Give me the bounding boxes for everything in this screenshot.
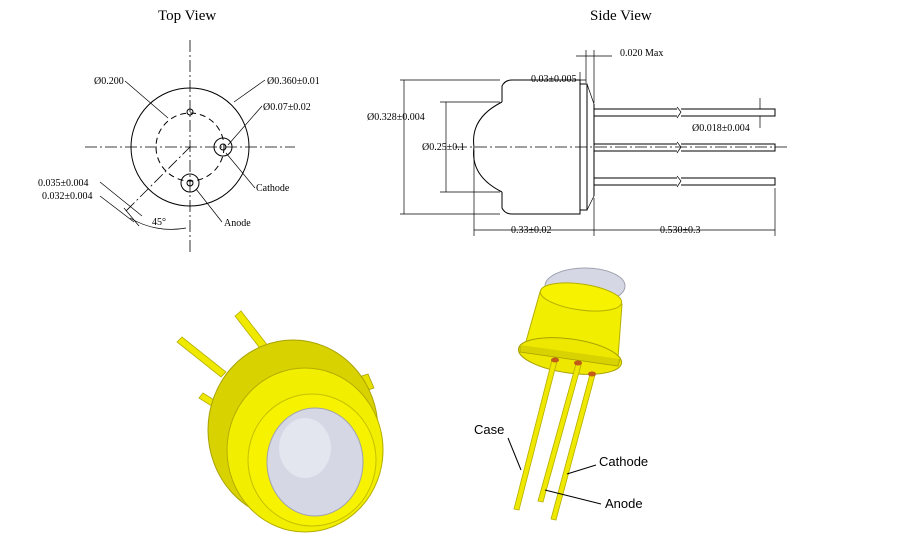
leader-d-inner [124, 80, 169, 119]
callout-case-line [507, 437, 522, 471]
label-lead-dia: Ø0.018±0.004 [692, 123, 750, 134]
callout-cathode-line [566, 464, 597, 475]
leader-anode [195, 188, 223, 223]
label-cathode-render: Cathode [599, 454, 648, 469]
render-front-lens-highlight [279, 418, 331, 478]
label-lead-len: 0.530±0.3 [660, 225, 701, 236]
leader-cathode [225, 152, 256, 189]
leader-d-outer [233, 79, 266, 103]
label-dim-035: 0.035±0.004 [38, 178, 89, 189]
render-rear-top-rim [539, 282, 623, 312]
side-view-flange-chamfer-top [586, 83, 595, 105]
label-d-inner: Ø0.200 [94, 76, 124, 87]
side-view-title: Side View [590, 8, 652, 24]
label-dim-032: 0.032±0.004 [42, 191, 93, 202]
label-body-len: 0.33±0.02 [511, 225, 552, 236]
side-view-leads [594, 106, 776, 188]
label-cathode-top: Cathode [256, 183, 290, 194]
dim-032-line [99, 195, 135, 223]
side-view-lens [473, 101, 503, 193]
label-case: Case [474, 422, 504, 437]
render-rear-pin-tip-anode [574, 360, 582, 366]
top-view-case-pin [186, 108, 194, 116]
label-max: 0.020 Max [620, 48, 663, 59]
render-front [176, 310, 384, 533]
label-body-dia: Ø0.328±0.004 [367, 112, 425, 123]
render-rear-pin-tip-cathode [588, 371, 596, 377]
render-rear-flange-side [519, 345, 621, 367]
label-flange: 0.03±0.005 [531, 74, 577, 85]
top-view-title: Top View [158, 8, 217, 24]
top-view: Ø0.200 Ø0.360±0.01 Ø0.07±0.02 Cathode An… [38, 40, 320, 252]
lead-bottom [594, 177, 776, 186]
top-view-inner-dashed-circle [155, 112, 225, 182]
callout-anode-line [544, 489, 602, 505]
render-rear-pin-tip-case [551, 357, 559, 363]
render-rear: Case Cathode Anode [474, 267, 648, 521]
top-view-anode-pin [186, 179, 194, 187]
render-front-lead-2 [176, 336, 227, 378]
top-view-anode-pin-outer [180, 173, 200, 193]
top-view-outer-circle [130, 87, 250, 207]
side-view: 0.020 Max 0.03±0.005 Ø0.328±0.004 Ø0.25±… [367, 48, 790, 236]
top-view-45deg-line [125, 146, 191, 212]
top-view-cathode-pin-outer [213, 137, 233, 157]
label-d-pin: Ø0.07±0.02 [263, 102, 311, 113]
label-lens-dia: Ø0.25±0.1 [422, 142, 465, 153]
leader-d-pin [227, 105, 263, 146]
label-d-outer: Ø0.360±0.01 [267, 76, 320, 87]
side-view-flange-chamfer-bottom [586, 195, 595, 211]
label-anode-top: Anode [224, 218, 251, 229]
label-angle: 45° [152, 217, 166, 228]
top-view-cathode-pin [219, 143, 227, 151]
dim-035-line [99, 181, 143, 217]
lead-top [594, 108, 776, 117]
dim-032-ext [123, 207, 140, 227]
lead-middle [594, 143, 776, 152]
render-rear-lead-case [513, 359, 558, 511]
label-anode-render: Anode [605, 496, 643, 511]
